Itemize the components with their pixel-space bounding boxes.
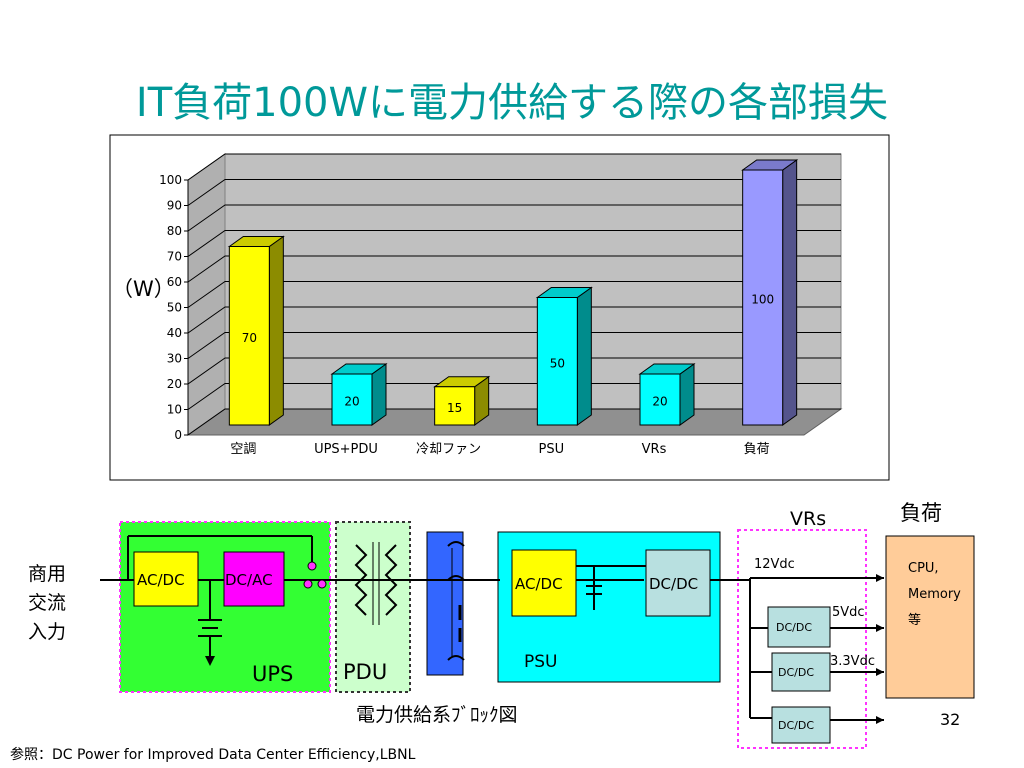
- vr-dcdc-label-b: DC/DC: [778, 666, 815, 679]
- psu-label: PSU: [524, 652, 558, 672]
- pdu-label: PDU: [343, 660, 388, 684]
- reference-note: 参照：DC Power for Improved Data Center Eff…: [10, 747, 416, 763]
- gridline: [187, 204, 841, 232]
- psu-dcdc-label: DC/DC: [649, 575, 699, 593]
- psu-acdc-box: [511, 549, 577, 617]
- bar-data-label: 20: [652, 395, 667, 409]
- v33-label: 3.3Vdc: [830, 654, 875, 669]
- y-tick-label: 10: [167, 403, 182, 417]
- y-tick-label: 70: [167, 250, 182, 264]
- bar-data-label: 70: [242, 331, 257, 345]
- y-tick-label: 0: [174, 428, 182, 442]
- transformer-coil-icon: [354, 544, 368, 616]
- y-tick-label: 60: [167, 275, 182, 289]
- cpu-line: CPU,: [908, 561, 939, 576]
- gridline: [187, 153, 841, 181]
- psu-dcdc-box: [645, 549, 711, 617]
- chart-x-labels: 空調 UPS+PDU 冷却ファン PSU VRs 負荷: [230, 442, 769, 457]
- x-tick-label: PSU: [539, 442, 565, 457]
- vrs-region: [737, 529, 867, 749]
- bar-data-label: 20: [344, 395, 359, 409]
- switch-node-icon: [307, 561, 317, 571]
- bar: [228, 246, 270, 426]
- y-tick-label: 50: [167, 301, 182, 315]
- bar-data-label: 15: [447, 401, 462, 415]
- load-label: 負荷: [900, 501, 942, 525]
- breaker-panel: [426, 531, 464, 676]
- vr-dcdc-label-c: DC/DC: [778, 719, 815, 732]
- x-tick-label: VRs: [642, 442, 667, 457]
- switch-node-icon: [317, 579, 327, 589]
- transformer-coil-icon: [384, 544, 398, 616]
- chart-y-ticks: 0 10 20 30 40 50 60 70 80 90 100: [159, 173, 189, 442]
- ground-arrow-icon: [205, 656, 215, 666]
- bar: [434, 386, 476, 426]
- diagram-caption: 電力供給系ﾌﾞﾛｯｸ図: [356, 704, 518, 726]
- bar-chart: 0 10 20 30 40 50 60 70 80 90 100 70 20 15 50 20 100 空調 U…: [109, 134, 890, 481]
- cpu-memory-label: CPU, Memory 等: [908, 556, 961, 634]
- y-tick-label: 30: [167, 352, 182, 366]
- ac-input-line: 交流: [28, 592, 67, 614]
- arrow-12v-icon: [876, 574, 884, 582]
- ac-input-label: 商用 交流 入力: [28, 560, 84, 647]
- ups-acdc-label: AC/DC: [137, 571, 185, 589]
- gridline: [187, 357, 841, 385]
- arrow-5v-icon: [876, 624, 884, 632]
- gridline: [187, 230, 841, 257]
- bar-data-label: 50: [550, 356, 565, 370]
- y-tick-label: 90: [167, 199, 182, 213]
- gridline: [187, 408, 841, 436]
- y-tick-label: 40: [167, 326, 182, 340]
- bar: [331, 373, 373, 426]
- vr-dcdc-box-c: [771, 706, 831, 744]
- x-tick-label: 負荷: [744, 442, 770, 457]
- cpu-line: 等: [908, 613, 922, 628]
- switch-node-icon: [303, 579, 313, 589]
- arrow-vr-c-icon: [876, 716, 884, 724]
- chart-bars: 70 20 15 50 20 100: [227, 159, 799, 426]
- ups-dcac-label: DC/AC: [225, 571, 273, 589]
- vrs-label: VRs: [790, 508, 827, 530]
- vr-dcdc-label-a: DC/DC: [776, 621, 813, 634]
- gridline: [187, 255, 841, 283]
- y-axis-label: （W）: [112, 277, 175, 301]
- chart-gridlines: [187, 153, 841, 436]
- x-tick-label: UPS+PDU: [314, 442, 378, 457]
- ups-label: UPS: [252, 662, 294, 686]
- x-tick-label: 冷却ファン: [416, 442, 481, 457]
- y-tick-label: 80: [167, 224, 182, 238]
- ac-input-line: 入力: [28, 621, 67, 643]
- gridline: [187, 179, 841, 206]
- gridline: [187, 332, 841, 359]
- bar: [742, 169, 784, 426]
- arrow-3v3-icon: [876, 668, 884, 676]
- page-number: 32: [940, 710, 961, 729]
- bar: [639, 373, 681, 426]
- gridline: [187, 383, 841, 410]
- ups-dcac-box: [223, 551, 285, 607]
- ac-input-line: 商用: [28, 563, 67, 585]
- breaker-icon: [447, 541, 465, 661]
- gridline: [187, 281, 841, 308]
- x-tick-label: 空調: [230, 442, 256, 457]
- ups-region: [119, 521, 331, 693]
- slide-title: IT負荷100Wに電力供給する際の各部損失: [135, 80, 889, 126]
- bar-data-label: 100: [751, 293, 774, 307]
- bar: [536, 297, 578, 426]
- v5-label: 5Vdc: [832, 605, 865, 620]
- load-box: [885, 535, 975, 699]
- y-tick-label: 100: [159, 173, 182, 187]
- v12-label: 12Vdc: [754, 557, 795, 572]
- psu-acdc-label: AC/DC: [515, 575, 563, 593]
- y-tick-label: 20: [167, 377, 182, 391]
- ups-acdc-box: [133, 551, 199, 607]
- cpu-line: Memory: [908, 587, 961, 602]
- gridline: [187, 306, 841, 334]
- vr-dcdc-box-b: [771, 652, 831, 692]
